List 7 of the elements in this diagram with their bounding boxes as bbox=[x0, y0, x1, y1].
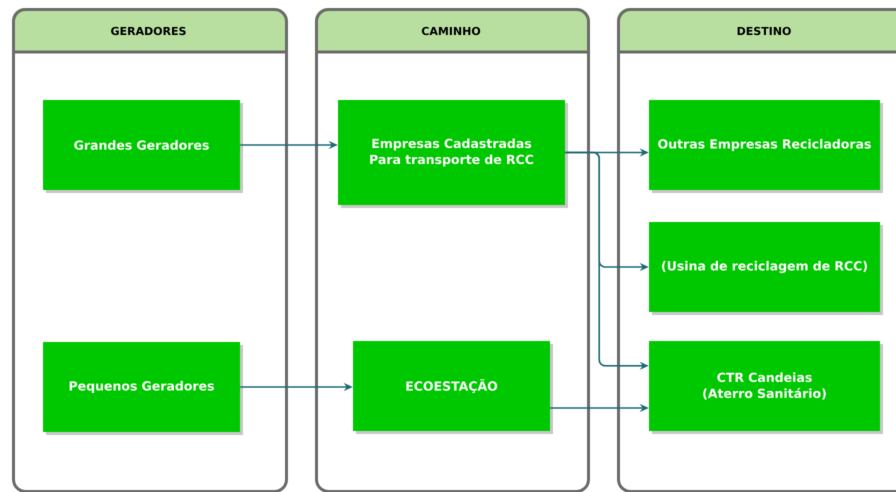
process-box: Grandes Geradores bbox=[43, 100, 243, 193]
process-box: Empresas Cadastradas Para transporte de RCC bbox=[338, 100, 568, 208]
process-box: CTR Candeias (Aterro Sanitário) bbox=[649, 341, 883, 434]
process-box: ECOESTAÇÃO bbox=[353, 341, 553, 434]
process-box: (Usina de reciclagem de RCC) bbox=[649, 222, 883, 315]
process-box: Outras Empresas Recicladoras bbox=[649, 100, 883, 193]
process-box: Pequenos Geradores bbox=[43, 342, 243, 435]
